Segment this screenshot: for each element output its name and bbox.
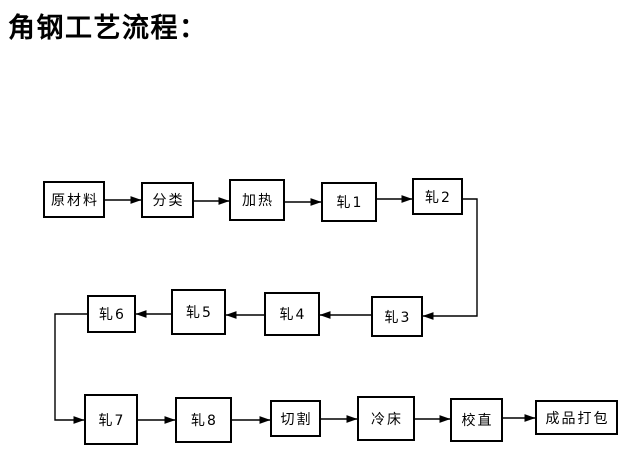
node-roll-7: 轧7 <box>84 394 138 445</box>
node-sorting: 分类 <box>141 182 194 218</box>
node-roll-2: 轧2 <box>412 178 463 215</box>
node-roll-8: 轧8 <box>175 397 232 443</box>
node-raw-material: 原材料 <box>43 181 105 218</box>
page-title: 角钢工艺流程： <box>8 13 208 44</box>
node-roll-4: 轧4 <box>264 292 320 336</box>
node-cooling-bed: 冷床 <box>357 396 415 441</box>
node-roll-3: 轧3 <box>371 296 423 337</box>
node-roll-1: 轧1 <box>321 182 377 222</box>
node-packing: 成品打包 <box>535 400 618 435</box>
node-roll-5: 轧5 <box>171 289 226 335</box>
node-straightening: 校直 <box>450 398 503 442</box>
node-roll-6: 轧6 <box>87 295 136 333</box>
node-cutting: 切割 <box>270 400 321 437</box>
connector-roll-2-to-roll-3 <box>422 198 478 320</box>
connector-roll-6-to-roll-7 <box>54 313 87 424</box>
node-heating: 加热 <box>229 179 285 221</box>
